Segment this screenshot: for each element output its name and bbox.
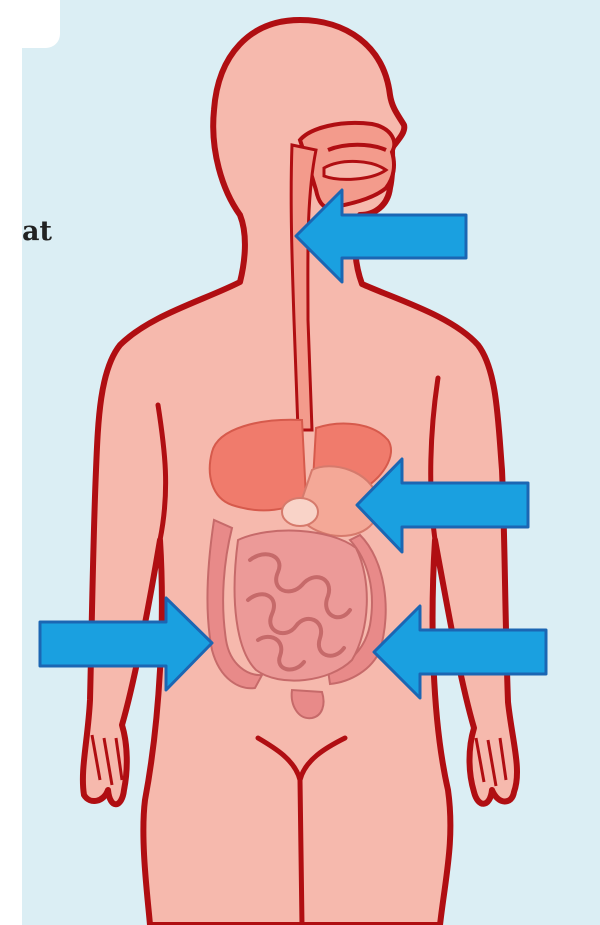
gallbladder — [282, 498, 318, 526]
leg-divider-line — [300, 780, 302, 925]
small-intestine — [235, 531, 367, 681]
small-intestine-mass — [235, 531, 367, 681]
